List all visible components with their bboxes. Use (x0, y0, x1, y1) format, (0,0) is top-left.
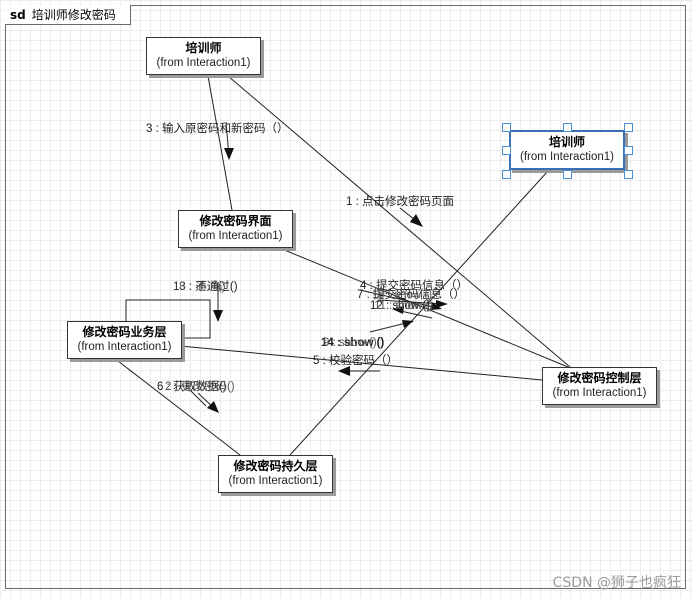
message-label[interactable]: 13 : 不通过() (173, 281, 238, 293)
message-label[interactable]: 8 : 通过() (179, 281, 226, 293)
link-business-control (179, 345, 543, 381)
message-label[interactable]: 1 : 点击修改密码页面 (346, 196, 454, 208)
link-trainer-control (227, 75, 571, 368)
lifeline-trainer-top[interactable]: 培训师 (from Interaction1) (146, 37, 261, 75)
node-from: (from Interaction1) (77, 341, 172, 353)
lifeline-password-persist[interactable]: 修改密码持久层 (from Interaction1) (218, 455, 333, 493)
resize-handle-e[interactable] (624, 146, 633, 155)
message-label[interactable]: 5 : 校验密码（） (313, 355, 398, 367)
frame-title: 培训师修改密码 (31, 8, 116, 22)
frame-keyword: sd (10, 8, 26, 22)
link-ui-control (281, 248, 569, 368)
message-label[interactable]: 14 : show () (321, 337, 385, 349)
lifeline-password-control[interactable]: 修改密码控制层 (from Interaction1) (542, 367, 657, 405)
link-trainer-ui (207, 75, 233, 211)
node-from: (from Interaction1) (228, 475, 323, 487)
resize-handle-s[interactable] (563, 170, 572, 179)
resize-handle-sw[interactable] (502, 170, 511, 179)
message-label[interactable]: 3 : 输入原密码和新密码（） (146, 123, 289, 135)
resize-handle-n[interactable] (563, 123, 572, 132)
diagram-frame (5, 5, 686, 589)
node-name: 修改密码业务层 (82, 325, 167, 339)
resize-handle-nw[interactable] (502, 123, 511, 132)
node-from: (from Interaction1) (188, 230, 283, 242)
node-from: (from Interaction1) (520, 151, 614, 163)
frame-title-tab: sd 培训师修改密码 (5, 5, 131, 25)
message-label[interactable]: 7 : 提交密码信息（） (357, 289, 465, 301)
message-label[interactable]: 2 : 更改密码() (165, 381, 235, 393)
node-from: (from Interaction1) (156, 57, 251, 69)
lifeline-password-ui[interactable]: 修改密码界面 (from Interaction1) (178, 210, 293, 248)
lifeline-password-business[interactable]: 修改密码业务层 (from Interaction1) (67, 321, 182, 359)
link-business-persist (117, 360, 241, 456)
self-link-business (125, 299, 211, 339)
message-label[interactable]: 10 : show () (372, 289, 433, 301)
lifeline-trainer-selected[interactable]: 培训师 (from Interaction1) (509, 130, 625, 170)
resize-handle-w[interactable] (502, 146, 511, 155)
message-label[interactable]: 6 : 获取数据() (157, 381, 227, 393)
resize-handle-se[interactable] (624, 170, 633, 179)
node-name: 培训师 (548, 135, 585, 149)
message-label[interactable]: 11 : show () (374, 300, 434, 312)
node-name: 修改密码界面 (199, 214, 272, 228)
watermark-text: CSDN @狮子也疯狂 (552, 575, 681, 591)
node-from: (from Interaction1) (552, 387, 647, 399)
node-name: 修改密码控制层 (557, 371, 642, 385)
resize-handle-ne[interactable] (624, 123, 633, 132)
message-label[interactable]: 4 : 提交密码信息（） (360, 280, 468, 292)
node-name: 修改密码持久层 (233, 459, 318, 473)
link-trainer2-persist (289, 170, 549, 456)
message-label[interactable]: 12 : show () (370, 300, 431, 312)
message-label[interactable]: 9 : show () (323, 337, 377, 349)
node-name: 培训师 (185, 41, 222, 55)
